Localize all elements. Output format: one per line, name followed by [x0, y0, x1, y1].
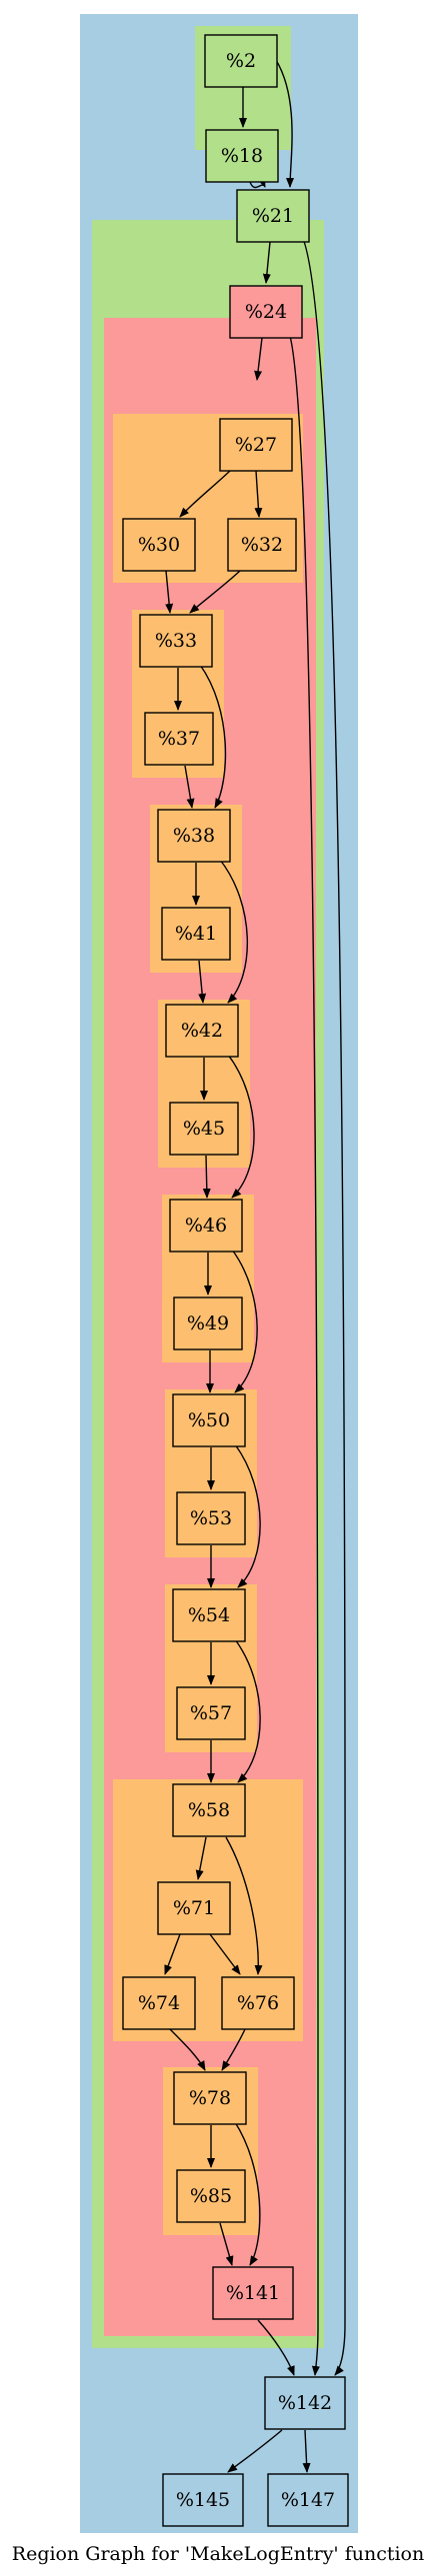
node-85-label: %85 [190, 2185, 232, 2207]
node-76[interactable]: %76 [221, 1976, 295, 2030]
node-76-label: %76 [237, 1992, 279, 2014]
node-145-label: %145 [176, 2489, 230, 2511]
edge-78-141 [234, 2121, 261, 2266]
node-141-label: %141 [226, 2282, 280, 2304]
edge-24-142 [287, 329, 320, 2376]
node-21[interactable]: %21 [236, 189, 310, 243]
edge-74-78 [169, 2028, 206, 2071]
edge-41-42 [198, 960, 207, 1004]
node-74[interactable]: %74 [122, 1976, 196, 2030]
edge-54-58 [234, 1638, 261, 1783]
edge-21-142 [299, 232, 346, 2376]
edge-42-46 [227, 1054, 255, 1199]
edge-18-21 [249, 177, 266, 189]
node-33[interactable]: %33 [139, 614, 213, 668]
node-38[interactable]: %38 [157, 809, 231, 863]
node-147-label: %147 [281, 2489, 335, 2511]
node-141[interactable]: %141 [212, 2266, 294, 2320]
edge-71-76 [209, 1933, 241, 1975]
node-30-label: %30 [138, 534, 180, 556]
node-78[interactable]: %78 [173, 2071, 247, 2125]
node-41[interactable]: %41 [161, 907, 231, 961]
edge-37-38 [184, 765, 195, 809]
node-49[interactable]: %49 [173, 1296, 243, 1350]
node-54-label: %54 [188, 1604, 230, 1626]
node-142-label: %142 [278, 2392, 332, 2414]
node-57-label: %57 [190, 1702, 232, 1724]
edge-71-74 [164, 1933, 181, 1975]
node-147[interactable]: %147 [267, 2473, 349, 2527]
node-37[interactable]: %37 [144, 712, 214, 766]
node-2-label: %2 [226, 50, 256, 72]
node-46[interactable]: %46 [169, 1199, 243, 1253]
node-74-label: %74 [138, 1992, 180, 2014]
node-27-label: %27 [235, 434, 277, 456]
graph-caption: Region Graph for 'MakeLogEntry' function [12, 2543, 424, 2565]
node-38-label: %38 [173, 825, 215, 847]
edge-58-71 [195, 1836, 207, 1880]
edge-142-145 [227, 2429, 283, 2473]
edge-142-147 [302, 2429, 311, 2473]
edge-141-142 [257, 2319, 295, 2376]
edge-2-21 [275, 59, 295, 188]
edges [164, 59, 346, 2473]
node-41-label: %41 [175, 923, 217, 945]
node-58[interactable]: %58 [172, 1783, 246, 1837]
node-49-label: %49 [187, 1312, 229, 1334]
edge-27-30 [179, 470, 231, 518]
nodes: %2 %18 %21 %24 %27 %30 %32 %33 [122, 34, 349, 2527]
node-57[interactable]: %57 [176, 1686, 246, 1740]
node-78-label: %78 [189, 2087, 231, 2109]
node-46-label: %46 [185, 1215, 227, 1237]
node-32-label: %32 [241, 534, 283, 556]
edge-33-38 [199, 664, 227, 809]
node-42-label: %42 [181, 1020, 223, 1042]
edge-32-33 [189, 570, 241, 614]
node-142[interactable]: %142 [264, 2376, 346, 2430]
node-45[interactable]: %45 [169, 1102, 239, 1156]
node-21-label: %21 [252, 205, 294, 227]
node-50[interactable]: %50 [172, 1393, 246, 1447]
edge-24-27 [254, 337, 263, 381]
node-85[interactable]: %85 [176, 2169, 246, 2223]
node-71[interactable]: %71 [157, 1881, 231, 1935]
edge-21-24 [262, 241, 271, 284]
node-24-label: %24 [245, 301, 287, 323]
edge-45-46 [202, 1155, 211, 1199]
node-27[interactable]: %27 [219, 418, 293, 472]
node-145[interactable]: %145 [162, 2473, 244, 2527]
node-30[interactable]: %30 [122, 518, 196, 572]
edge-46-50 [231, 1249, 258, 1393]
node-18[interactable]: %18 [205, 129, 279, 183]
node-32[interactable]: %32 [227, 518, 297, 572]
edge-27-32 [254, 470, 263, 518]
node-24[interactable]: %24 [229, 285, 303, 339]
edge-30-33 [165, 570, 174, 614]
node-42[interactable]: %42 [165, 1004, 239, 1058]
node-54[interactable]: %54 [172, 1588, 246, 1642]
node-18-label: %18 [221, 145, 263, 167]
node-2[interactable]: %2 [204, 34, 278, 88]
node-53-label: %53 [190, 1507, 232, 1529]
node-71-label: %71 [173, 1897, 215, 1919]
node-37-label: %37 [158, 728, 200, 750]
edge-58-76 [225, 1836, 263, 1975]
node-50-label: %50 [188, 1409, 230, 1431]
edge-38-42 [219, 859, 249, 1004]
edge-85-141 [219, 2222, 234, 2266]
edge-76-78 [221, 2028, 246, 2071]
edge-50-54 [234, 1443, 261, 1588]
node-53[interactable]: %53 [176, 1491, 246, 1545]
node-45-label: %45 [183, 1118, 225, 1140]
node-33-label: %33 [155, 630, 197, 652]
node-58-label: %58 [188, 1799, 230, 1821]
